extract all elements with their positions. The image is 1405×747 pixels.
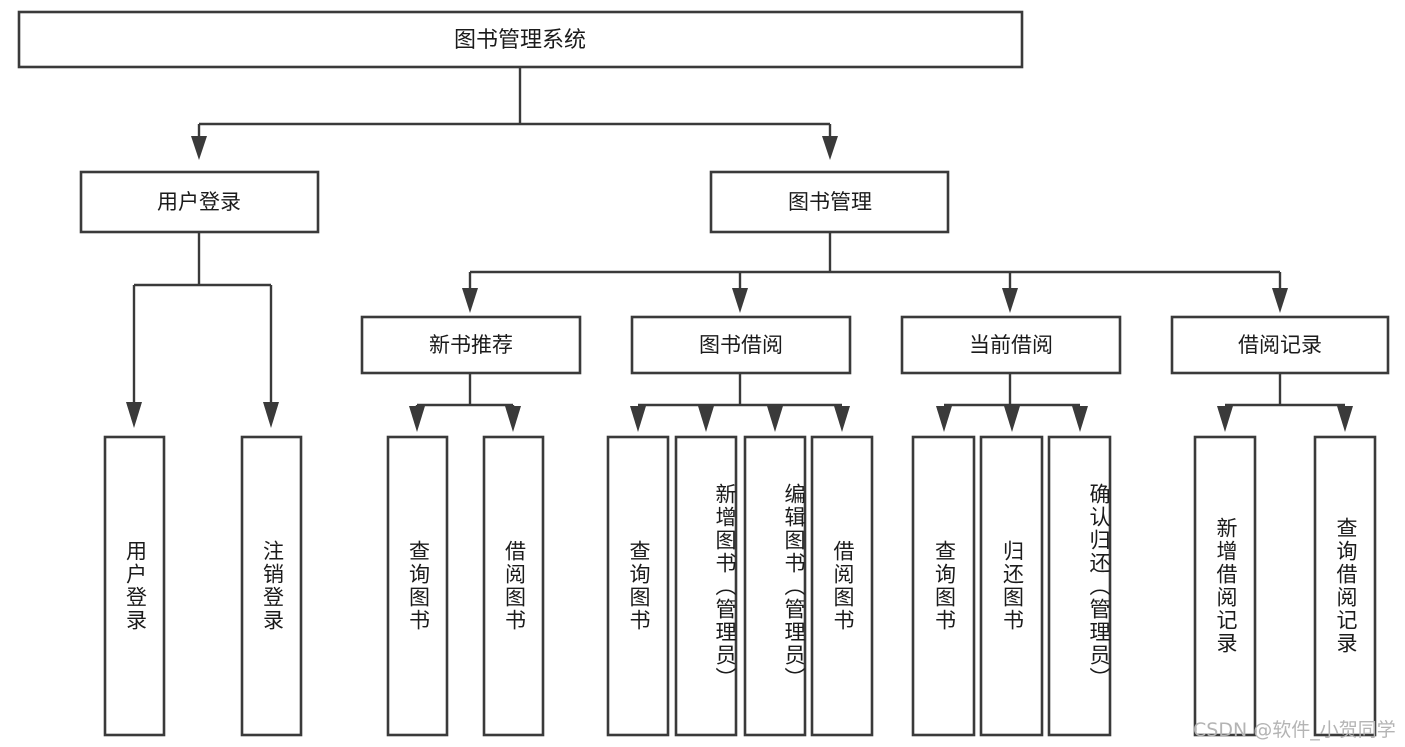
node-box (360, 315, 582, 375)
leaf-box-edit-book-admin[interactable] (743, 435, 807, 737)
csdn-watermark: CSDN @软件_小贺同学 (1193, 719, 1396, 741)
leaf-group-user-login (103, 435, 303, 737)
arrow-head-icon (732, 288, 748, 313)
leaf-box-borrow-book[interactable] (482, 435, 545, 737)
arrow-head-icon (834, 406, 850, 432)
arrow-head-icon (191, 136, 207, 160)
leaf-box-add-borrow-record[interactable] (1193, 435, 1257, 737)
connector-bookborrow-to-leaves (630, 373, 850, 432)
node-current-borrow[interactable]: 当前借阅 (900, 315, 1122, 375)
node-label: 图书借阅 (699, 333, 783, 357)
leaf-box-borrow-book[interactable] (810, 435, 874, 737)
arrow-head-icon (409, 406, 425, 432)
leaf-box-query-book[interactable] (606, 435, 670, 737)
node-label: 借阅记录 (1238, 333, 1322, 357)
node-label: 当前借阅 (969, 333, 1053, 357)
arrow-head-icon (1072, 406, 1088, 432)
leaf-group-new-book-recommend (386, 435, 545, 737)
node-box (17, 10, 1024, 69)
node-box (709, 170, 950, 234)
node-label: 用户登录 (157, 190, 241, 214)
leaf-box-confirm-return-admin[interactable] (1047, 435, 1112, 737)
node-book-borrow[interactable]: 图书借阅 (630, 315, 852, 375)
arrow-head-icon (263, 402, 279, 428)
node-user-login[interactable]: 用户登录 (79, 170, 320, 234)
arrow-head-icon (462, 288, 478, 313)
node-box (1170, 315, 1390, 375)
arrow-head-icon (822, 136, 838, 160)
arrow-head-icon (767, 406, 783, 432)
connector-newbook-to-leaves (409, 373, 521, 432)
arrow-head-icon (1217, 406, 1233, 432)
arrow-head-icon (630, 406, 646, 432)
node-label: 图书管理 (788, 190, 872, 214)
arrow-head-icon (1002, 288, 1018, 313)
node-box (900, 315, 1122, 375)
leaf-box-user-login[interactable] (103, 435, 166, 737)
node-book-management[interactable]: 图书管理 (709, 170, 950, 234)
leaf-box-query-book[interactable] (911, 435, 976, 737)
connector-borrowrecord-to-leaves (1217, 373, 1353, 432)
node-root-system[interactable]: 图书管理系统 (17, 10, 1024, 69)
leaf-group-book-borrow (606, 435, 874, 737)
arrow-head-icon (505, 406, 521, 432)
node-label: 图书管理系统 (454, 28, 586, 53)
arrow-head-icon (1272, 288, 1288, 313)
connector-bookmgmt-to-level3 (462, 232, 1288, 313)
connector-userlogin-to-leaves (126, 232, 279, 428)
arrow-head-icon (1337, 406, 1353, 432)
node-new-book-recommend[interactable]: 新书推荐 (360, 315, 582, 375)
arrow-head-icon (1004, 406, 1020, 432)
node-box (79, 170, 320, 234)
arrow-head-icon (936, 406, 952, 432)
connector-root-to-level2 (191, 67, 838, 160)
node-borrow-record[interactable]: 借阅记录 (1170, 315, 1390, 375)
arrow-head-icon (698, 406, 714, 432)
node-label: 新书推荐 (429, 333, 513, 357)
leaf-box-logout-login[interactable] (240, 435, 303, 737)
leaf-box-return-book[interactable] (979, 435, 1044, 737)
leaf-box-query-book[interactable] (386, 435, 449, 737)
node-box (630, 315, 852, 375)
leaf-box-add-book-admin[interactable] (674, 435, 738, 737)
connector-currentborrow-to-leaves (936, 373, 1088, 432)
leaf-group-current-borrow (911, 435, 1112, 737)
leaf-box-query-borrow-record[interactable] (1313, 435, 1377, 737)
leaf-group-borrow-record (1193, 435, 1377, 737)
arrow-head-icon (126, 402, 142, 428)
